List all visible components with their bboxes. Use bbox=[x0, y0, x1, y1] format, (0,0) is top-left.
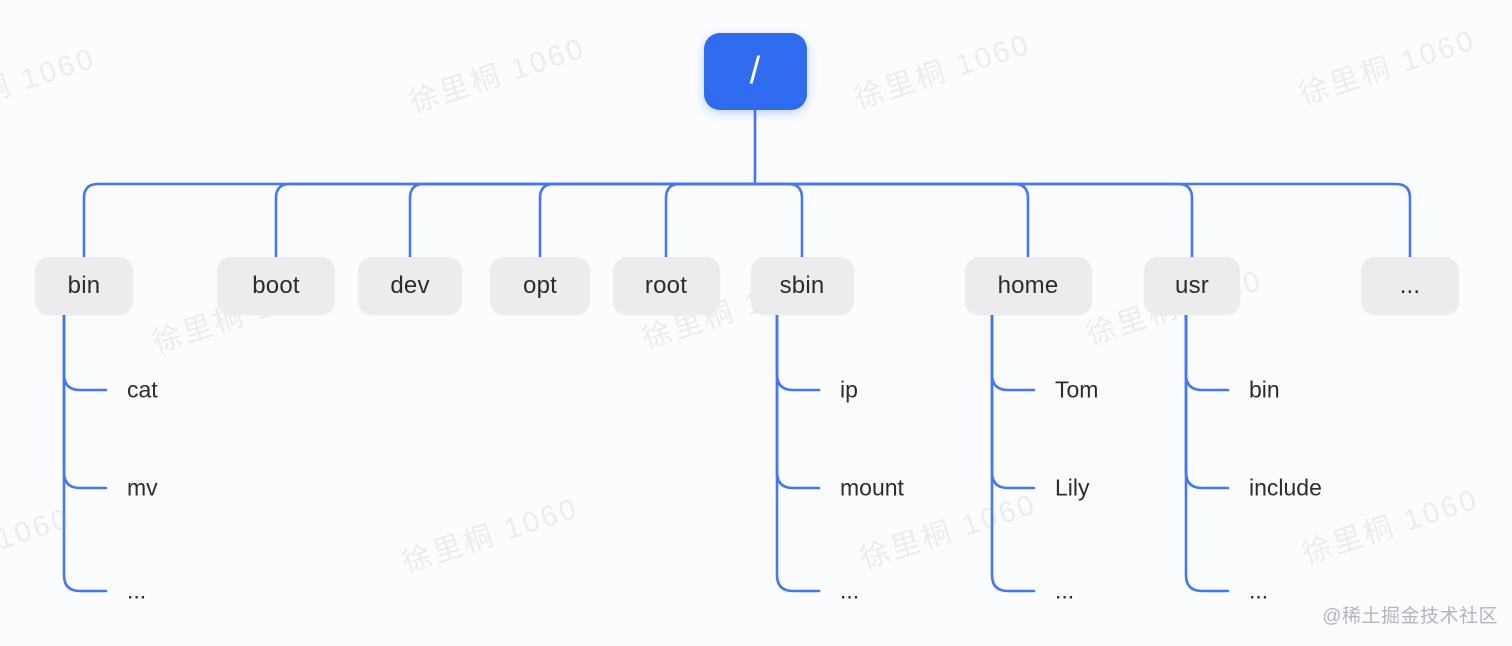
connector-line bbox=[775, 313, 821, 593]
leaf-usr-ellipsis: ... bbox=[1249, 577, 1269, 604]
leaf-usr-include: include bbox=[1249, 474, 1322, 501]
leaf-home-ellipsis: ... bbox=[1055, 577, 1075, 604]
leaf-usr-bin: bin bbox=[1249, 376, 1280, 403]
connector-line bbox=[62, 313, 108, 392]
credit-watermark: @稀土掘金技术社区 bbox=[1322, 606, 1498, 627]
leaf-sbin-ellipsis: ... bbox=[840, 577, 860, 604]
connector-line bbox=[62, 313, 108, 593]
node-home: home bbox=[964, 257, 1092, 315]
connector-line bbox=[664, 182, 757, 259]
node-sbin: sbin bbox=[750, 257, 854, 315]
connector-line bbox=[1184, 313, 1230, 593]
connector-line bbox=[753, 182, 1194, 259]
connector-line bbox=[274, 182, 757, 259]
node-opt: opt bbox=[490, 257, 590, 315]
connector-line bbox=[775, 313, 821, 392]
leaf-bin-mv: mv bbox=[127, 474, 158, 501]
node-ellipsis: ... bbox=[1361, 257, 1459, 315]
node-root: / bbox=[703, 33, 807, 110]
connector-line bbox=[753, 182, 1030, 259]
connector-line bbox=[1184, 313, 1230, 490]
leaf-home-Lily: Lily bbox=[1055, 474, 1090, 501]
connector-line bbox=[990, 313, 1036, 593]
node-bin: bin bbox=[35, 257, 133, 315]
connector-line bbox=[538, 182, 757, 259]
node-dev: dev bbox=[358, 257, 462, 315]
connector-line bbox=[408, 182, 757, 259]
leaf-bin-ellipsis: ... bbox=[127, 577, 147, 604]
connector-line bbox=[753, 182, 804, 259]
connector-line bbox=[990, 313, 1036, 392]
leaf-bin-cat: cat bbox=[127, 376, 158, 403]
connector-line bbox=[82, 182, 757, 259]
leaf-sbin-ip: ip bbox=[840, 376, 858, 403]
connector-line bbox=[775, 313, 821, 490]
connector-line bbox=[990, 313, 1036, 490]
node-usr: usr bbox=[1144, 257, 1240, 315]
connector-line bbox=[753, 182, 1412, 259]
connector-line bbox=[1184, 313, 1230, 392]
leaf-home-Tom: Tom bbox=[1055, 376, 1099, 403]
node-root: root bbox=[612, 257, 720, 315]
node-boot: boot bbox=[217, 257, 335, 315]
connector-line bbox=[62, 313, 108, 490]
leaf-sbin-mount: mount bbox=[840, 474, 904, 501]
